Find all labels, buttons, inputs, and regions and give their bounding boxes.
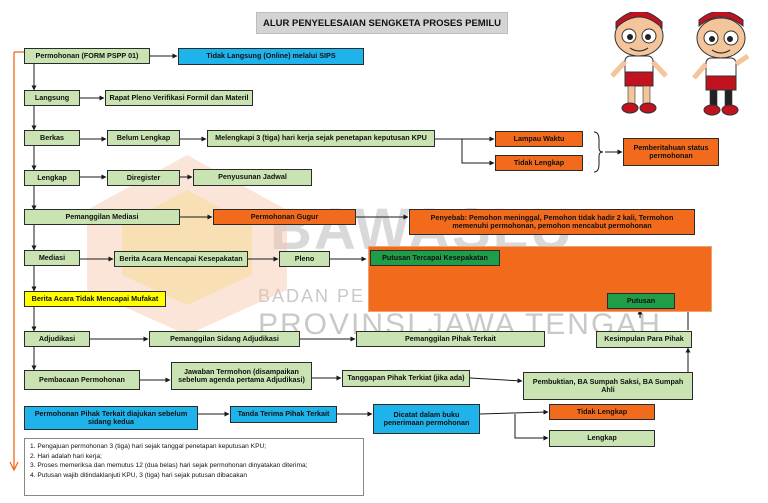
box-tanda-terima: Tanda Terima Pihak Terkait — [230, 406, 337, 423]
box-mediasi: Mediasi — [24, 250, 80, 266]
box-pleno: Pleno — [279, 251, 330, 267]
box-adjudikasi: Adjudikasi — [24, 331, 90, 347]
notes-panel: 1. Pengajuan permohonan 3 (tiga) hari se… — [24, 438, 364, 496]
note-1: 1. Pengajuan permohonan 3 (tiga) hari se… — [30, 443, 267, 450]
page-title: ALUR PENYELESAIAN SENGKETA PROSES PEMILU — [256, 12, 508, 34]
box-lengkap-2: Lengkap — [549, 430, 655, 447]
note-4: 4. Putusan wajib ditindaklanjuti KPU, 3 … — [30, 471, 247, 479]
box-kesimpulan: Kesimpulan Para Pihak — [596, 331, 692, 348]
box-online: Tidak Langsung (Online) melalui SIPS — [178, 48, 364, 65]
box-rapat-pleno: Rapat Pleno Verifikasi Formil dan Materi… — [105, 90, 253, 106]
box-lampau-waktu: Lampau Waktu — [495, 131, 583, 147]
box-putusan-sepakat: Putusan Tercapai Kesepakatan — [370, 250, 500, 266]
box-pemberitahuan: Pemberitahuan status permohonan — [623, 138, 719, 166]
box-pemanggilan-mediasi: Pemanggilan Mediasi — [24, 209, 180, 225]
box-pembuktian: Pembuktian, BA Sumpah Saksi, BA Sumpah A… — [523, 372, 693, 400]
box-dicatat: Dicatat dalam buku penerimaan permohonan — [373, 404, 480, 434]
box-penyebab: Penyebab: Pemohon meninggal, Pemohon tid… — [409, 209, 695, 235]
box-gugur: Permohonan Gugur — [213, 209, 356, 225]
note-3: 3. Proses memeriksa dan memutus 12 (dua … — [30, 462, 308, 470]
box-diregister: Diregister — [107, 170, 180, 186]
box-langsung: Langsung — [24, 90, 80, 106]
box-ba-tidak-mufakat: Berita Acara Tidak Mencapai Mufakat — [24, 291, 166, 307]
box-pihak-terkait: Permohonan Pihak Terkait diajukan sebelu… — [24, 406, 198, 430]
box-melengkapi: Melengkapi 3 (tiga) hari kerja sejak pen… — [207, 130, 435, 147]
box-jawaban: Jawaban Termohon (disampaikan sebelum ag… — [171, 362, 312, 390]
box-berkas: Berkas — [24, 130, 80, 146]
box-putusan: Putusan — [607, 293, 675, 309]
note-2: 2. Hari adalah hari kerja; — [30, 452, 102, 460]
mascot-female-icon — [610, 12, 668, 114]
box-tidak-lengkap-2: Tidak Lengkap — [549, 404, 655, 420]
box-belum-lengkap: Belum Lengkap — [107, 130, 180, 146]
box-pembacaan: Pembacaan Permohonan — [24, 370, 140, 390]
box-permohonan: Permohonan (FORM PSPP 01) — [24, 48, 150, 64]
box-tidak-lengkap-1: Tidak Lengkap — [495, 155, 583, 171]
box-ba-sepakat: Berita Acara Mencapai Kesepakatan — [114, 251, 248, 267]
box-tanggapan: Tanggapan Pihak Terkiat (jika ada) — [342, 370, 470, 387]
watermark-line2: BADAN PE — [258, 286, 366, 306]
box-jadwal: Penyusunan Jadwal — [193, 169, 312, 186]
box-lengkap: Lengkap — [24, 170, 80, 186]
box-pemanggilan-pihak: Pemanggilan Pihak Terkait — [356, 331, 545, 347]
box-pemanggilan-sidang: Pemanggilan Sidang Adjudikasi — [149, 331, 300, 347]
mascot-male-icon — [692, 12, 750, 116]
